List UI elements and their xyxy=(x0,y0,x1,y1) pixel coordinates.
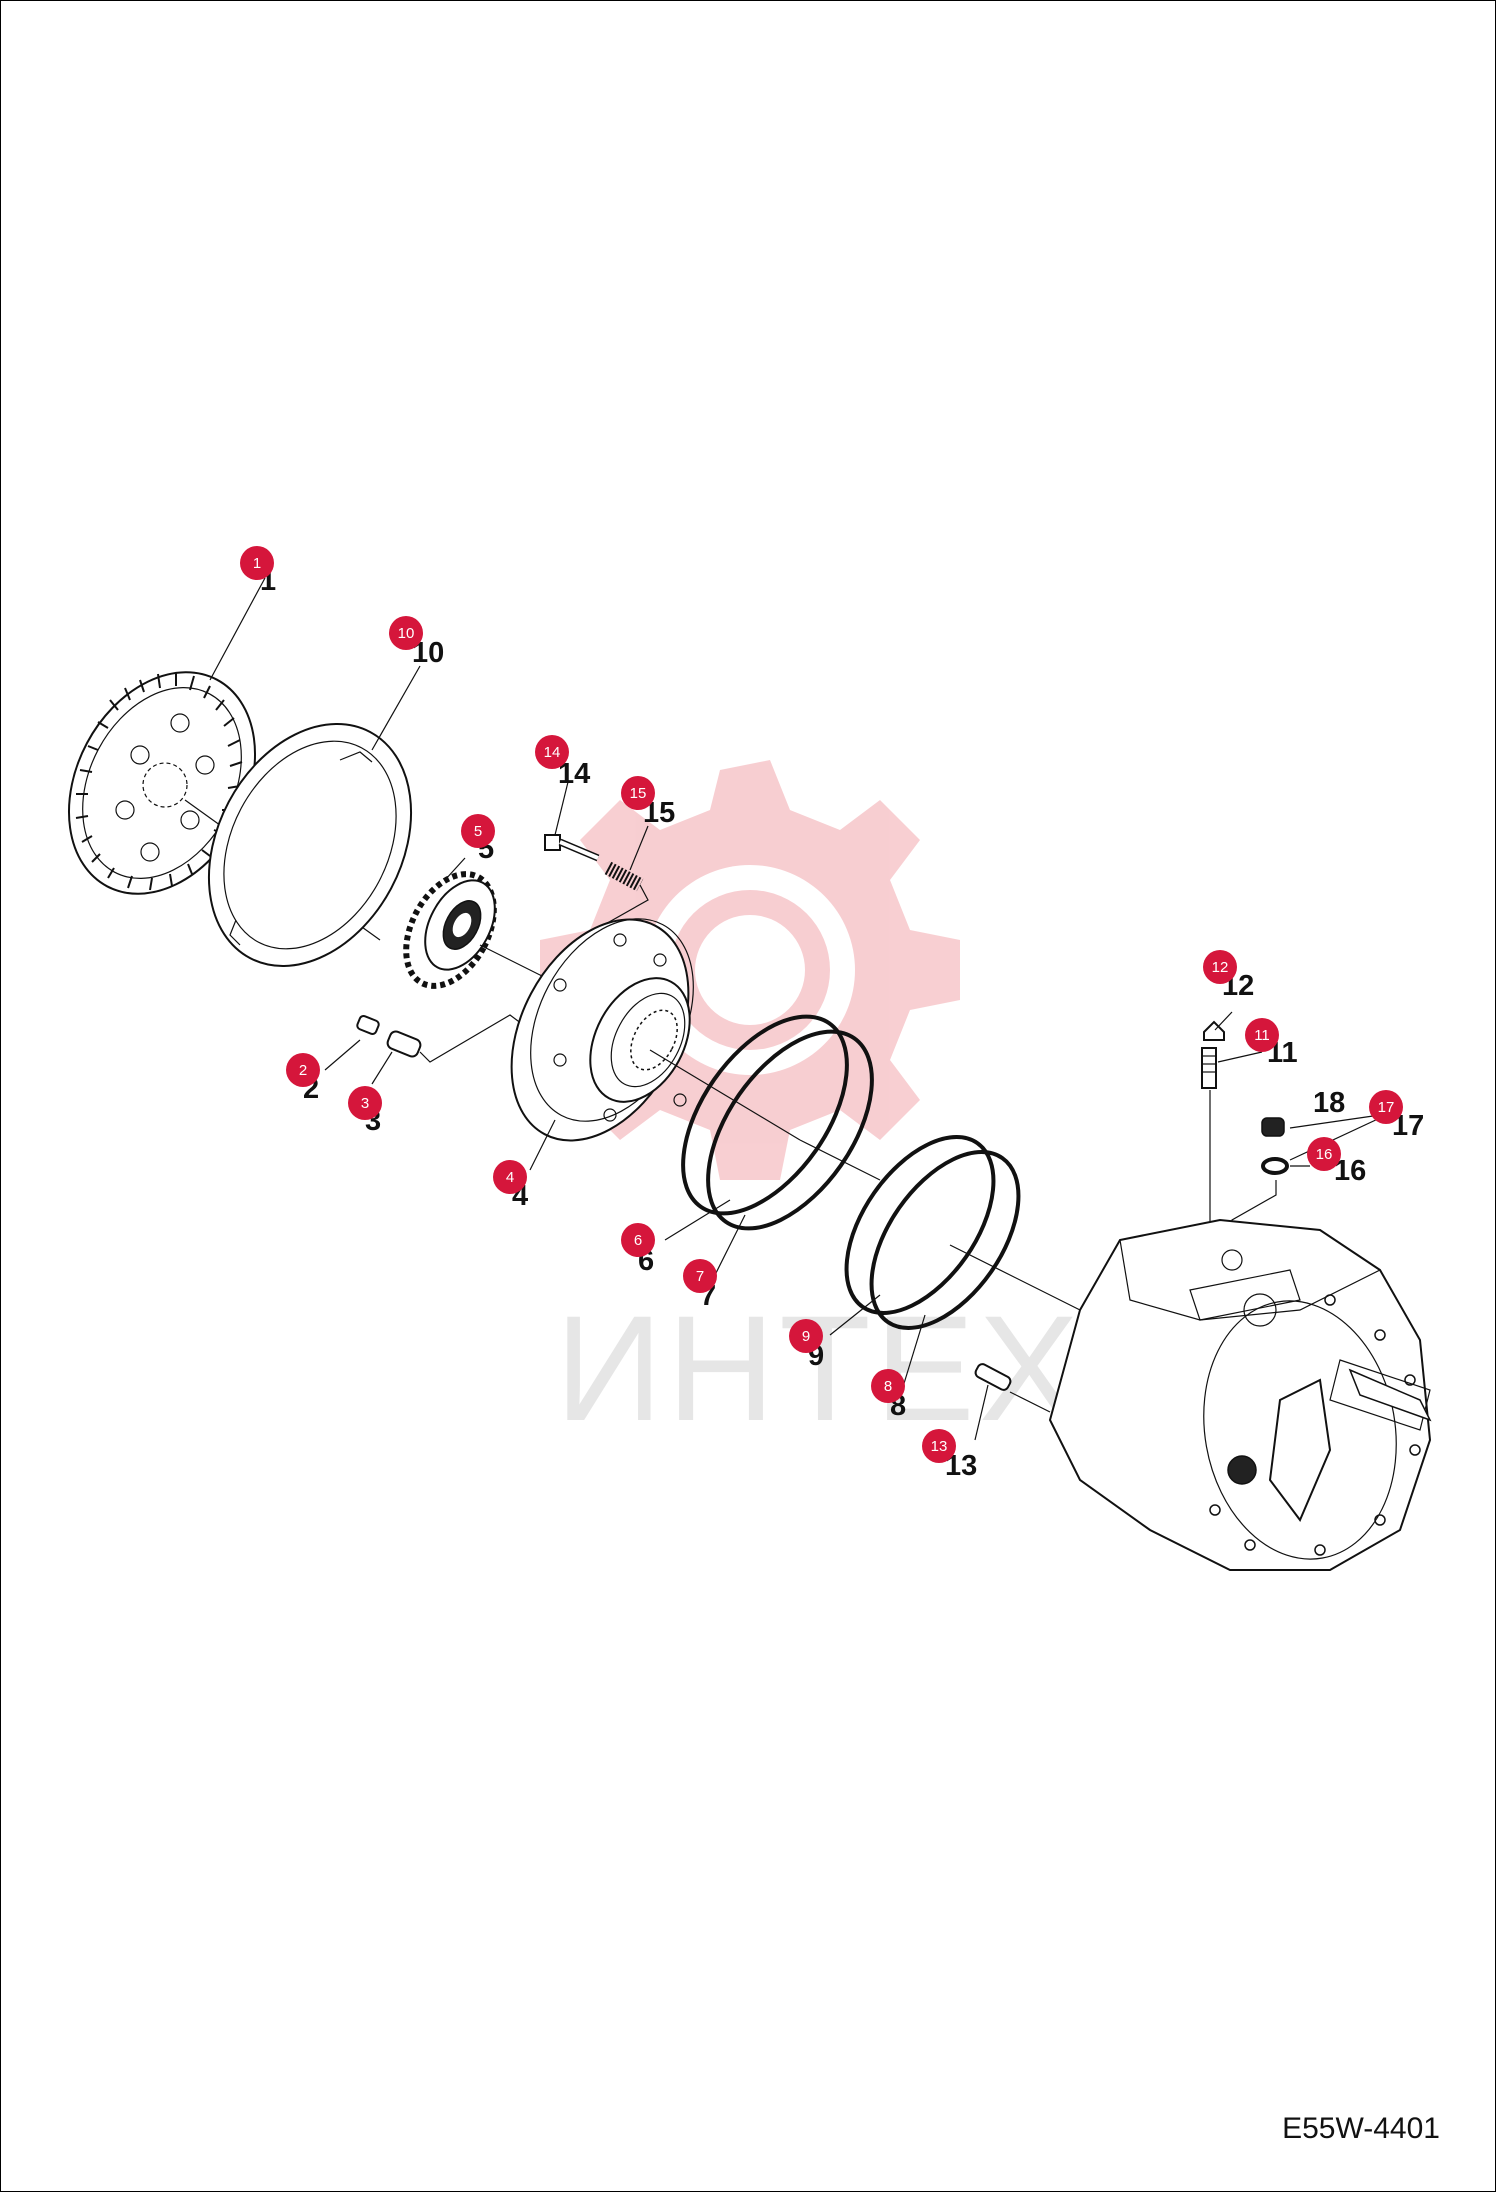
badge-9 xyxy=(789,1319,823,1353)
callout-11: 11 11 xyxy=(1245,1018,1298,1069)
part-6-o-ring xyxy=(681,1014,849,1216)
badge-16 xyxy=(1307,1137,1341,1171)
badge-5 xyxy=(461,814,495,848)
part-3-pin xyxy=(386,1030,422,1058)
callout-5: 5 5 xyxy=(461,814,495,865)
leader-lines xyxy=(209,577,1263,1441)
badge-text-15: 15 xyxy=(630,785,647,802)
badge-15 xyxy=(621,776,655,810)
badge-10 xyxy=(389,616,423,650)
part-2-screw xyxy=(356,1014,380,1036)
callout-15: 15 15 xyxy=(621,776,675,829)
badge-text-1: 1 xyxy=(253,555,261,572)
drawing-id: E55W-4401 xyxy=(1282,2112,1440,2145)
badge-text-6: 6 xyxy=(634,1232,642,1249)
badge-text-14: 14 xyxy=(544,744,561,761)
callout-18: 18 xyxy=(1313,1087,1345,1119)
badge-text-17: 17 xyxy=(1378,1099,1395,1116)
badge-text-16: 16 xyxy=(1316,1146,1333,1163)
callout-9: 9 9 xyxy=(789,1319,824,1372)
badge-text-8: 8 xyxy=(884,1378,892,1395)
callout-17: 17 17 xyxy=(1369,1090,1424,1142)
part-5-planet-gear xyxy=(403,871,497,989)
callout-16: 16 16 xyxy=(1307,1137,1366,1187)
badge-text-10: 10 xyxy=(398,625,415,642)
callout-2: 2 2 xyxy=(286,1053,320,1105)
badge-text-13: 13 xyxy=(931,1438,948,1455)
badge-11 xyxy=(1245,1018,1279,1052)
part-7-o-ring xyxy=(706,1029,874,1231)
part-label-18: 18 xyxy=(1313,1087,1345,1119)
badge-text-12: 12 xyxy=(1212,959,1229,976)
badge-6 xyxy=(621,1223,655,1257)
badge-text-5: 5 xyxy=(474,823,482,840)
callout-13: 13 13 xyxy=(922,1429,977,1482)
callout-12: 12 12 xyxy=(1203,950,1254,1002)
callout-3: 3 3 xyxy=(348,1086,382,1137)
badge-7 xyxy=(683,1259,717,1293)
badge-text-3: 3 xyxy=(361,1095,369,1112)
badge-text-7: 7 xyxy=(696,1268,704,1285)
callout-10: 10 10 xyxy=(389,616,444,669)
callout-14: 14 14 xyxy=(535,735,590,790)
callout-6: 6 6 xyxy=(621,1223,655,1277)
callout-8: 8 8 xyxy=(871,1369,906,1422)
badge-13 xyxy=(922,1429,956,1463)
part-13-stud xyxy=(974,1363,1012,1391)
part-14-bolt xyxy=(544,834,600,862)
part-4-carrier-hub xyxy=(510,918,694,1142)
badge-1 xyxy=(240,546,274,580)
badge-17 xyxy=(1369,1090,1403,1124)
part-10-plate xyxy=(207,723,413,967)
part-12-cap xyxy=(1203,1020,1225,1041)
badge-text-9: 9 xyxy=(802,1328,810,1345)
badge-text-11: 11 xyxy=(1254,1027,1270,1044)
badge-14 xyxy=(535,735,569,769)
part-9-ring xyxy=(844,1135,996,1315)
badge-text-2: 2 xyxy=(299,1062,307,1079)
badge-3 xyxy=(348,1086,382,1120)
part-16-washer xyxy=(1261,1157,1289,1175)
badge-2 xyxy=(286,1053,320,1087)
part-1-friction-disc xyxy=(67,671,257,895)
axle-housing xyxy=(1048,1218,1432,1571)
part-18-plug xyxy=(1261,1117,1285,1137)
callout-4: 4 4 xyxy=(493,1160,528,1212)
badge-8 xyxy=(871,1369,905,1403)
callout-7: 7 7 xyxy=(683,1259,717,1312)
badge-4 xyxy=(493,1160,527,1194)
part-8-ring xyxy=(869,1150,1021,1330)
part-11-grease-nipple xyxy=(1201,1047,1217,1089)
badge-text-4: 4 xyxy=(506,1169,514,1186)
callout-1: 1 1 xyxy=(240,546,276,597)
badge-12 xyxy=(1203,950,1237,984)
